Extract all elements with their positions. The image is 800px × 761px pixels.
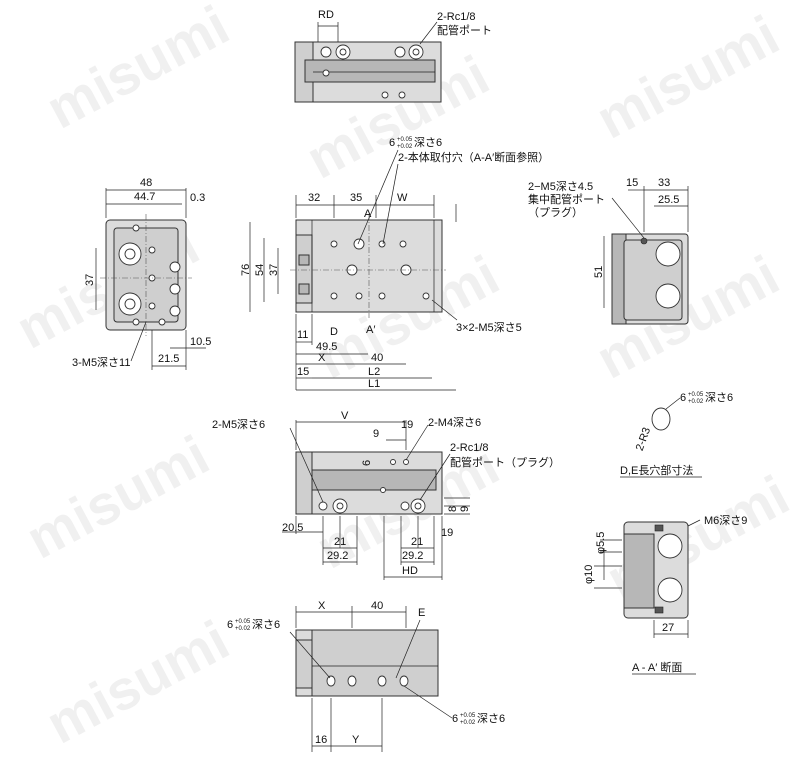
dim-19: 19 — [401, 419, 413, 431]
hole-depth: 深さ6 — [414, 136, 442, 149]
dim-l1: L1 — [368, 378, 380, 390]
dim-40: 40 — [371, 352, 383, 364]
dim-16: 16 — [315, 734, 327, 746]
dim-rd: RD — [318, 9, 334, 21]
dim-x-base: X — [318, 600, 326, 612]
right-end-view: 33 15 25.5 51 2−M5深さ4.5 集中配管ポート （プラグ） — [528, 177, 689, 325]
tol-zero: +0.02 — [397, 144, 413, 150]
dim-15: 15 — [297, 366, 309, 378]
watermark-text: misumi — [36, 608, 239, 756]
dim-19-right: 19 — [441, 527, 453, 539]
dim-49-5: 49.5 — [316, 341, 337, 353]
slot-caption: D,E長穴部寸法 — [620, 463, 693, 477]
port-qty-label: 2-Rc1/8 — [437, 11, 476, 23]
bottom-view: V 9 19 6 2-M5深さ6 2-M4深さ6 2-Rc1/8 配管ポート（プ… — [212, 410, 560, 580]
m5-note-right: 2−M5深さ4.5 — [528, 180, 593, 193]
dim-27: 27 — [662, 622, 674, 634]
dim-29-2-right: 29.2 — [402, 550, 423, 562]
label-d: D — [330, 326, 338, 338]
dim-32: 32 — [308, 192, 320, 204]
dim-11: 11 — [297, 329, 308, 341]
dim-48: 48 — [140, 177, 152, 189]
base-tol-zero-left: +0.02 — [235, 626, 251, 632]
base-depth-right: 深さ6 — [477, 712, 505, 725]
label-a: A — [364, 208, 372, 220]
watermark-text: misumi — [36, 0, 239, 141]
slot-tol-plus: +0.05 — [688, 392, 704, 398]
mount-note: 2-本体取付穴（A-A′断面参照） — [398, 150, 549, 164]
port-name-label: 配管ポート — [437, 23, 492, 37]
base-hole-dim-left: 6 — [227, 619, 233, 631]
dim-25-5: 25.5 — [658, 194, 679, 206]
m5-note-left: 3-M5深さ11 — [72, 356, 130, 369]
dim-37: 37 — [84, 274, 96, 286]
label-e: E — [418, 607, 425, 619]
watermark-text: misumi — [16, 423, 219, 571]
dim-21-5: 21.5 — [158, 353, 179, 365]
port-name-bottom: 配管ポート（プラグ） — [450, 455, 560, 469]
dim-y: Y — [352, 734, 360, 746]
dim-v: V — [341, 410, 349, 422]
base-tol-plus-right: +0.05 — [460, 713, 476, 719]
base-hole-dim-right: 6 — [452, 713, 458, 725]
dim-35: 35 — [350, 192, 362, 204]
dim-9: 9 — [373, 428, 379, 440]
slot-detail: 6 +0.05 +0.02 深さ6 2-R3 D,E長穴部寸法 — [620, 391, 733, 478]
slot-dim: 6 — [680, 392, 686, 404]
dim-phi-10: φ10 — [583, 565, 595, 584]
base-view: X 40 E 6 +0.05 +0.02 深さ6 6 +0.05 +0.02 深… — [227, 600, 505, 752]
dim-6: 6 — [361, 460, 373, 466]
top-side-view: RD 2-Rc1/8 配管ポート — [294, 9, 492, 103]
section-aa-view: φ5.5 φ10 M6深さ9 27 A - A′ 断面 — [583, 514, 747, 675]
hole-dim: 6 — [389, 137, 395, 149]
tol-plus: +0.05 — [397, 137, 413, 143]
dim-37: 37 — [268, 264, 280, 276]
m4-note-bottom: 2-M4深さ6 — [428, 416, 481, 429]
m6-note: M6深さ9 — [704, 514, 747, 527]
left-end-view: 48 44.7 0.3 37 21.5 10.5 3-M5深さ11 — [72, 177, 211, 370]
slot-r3: 2-R3 — [634, 426, 653, 453]
port-note-right: 集中配管ポート — [528, 192, 605, 206]
label-a-prime: A′ — [366, 324, 375, 336]
dim-l2: L2 — [368, 366, 380, 378]
slot-tol-zero: +0.02 — [688, 399, 704, 405]
plug-note-right: （プラグ） — [528, 205, 583, 219]
dim-20-5: 20.5 — [282, 522, 303, 534]
dim-33: 33 — [658, 177, 670, 189]
dim-40-base: 40 — [371, 600, 383, 612]
watermark-text: misumi — [586, 3, 789, 151]
dim-hd: HD — [402, 565, 418, 577]
front-view: 32 35 W A 6 +0.05 +0.02 深さ6 2-本体取付穴（A-A′… — [240, 136, 549, 391]
slot-depth: 深さ6 — [705, 391, 733, 404]
dim-9-right: 9 — [459, 506, 471, 512]
section-caption: A - A′ 断面 — [632, 660, 682, 674]
dim-29-2-left: 29.2 — [327, 550, 348, 562]
dim-x: X — [318, 352, 326, 364]
dim-10-5: 10.5 — [190, 336, 211, 348]
dim-44-7: 44.7 — [134, 191, 155, 203]
dim-51: 51 — [593, 266, 605, 278]
dim-w: W — [397, 192, 408, 204]
dim-21-left: 21 — [334, 536, 346, 548]
dim-15: 15 — [626, 177, 638, 189]
base-tol-zero-right: +0.02 — [460, 720, 476, 726]
dim-21-right: 21 — [411, 536, 423, 548]
dim-phi-5-5: φ5.5 — [595, 532, 607, 554]
dim-8: 8 — [447, 506, 459, 512]
base-depth-left: 深さ6 — [252, 618, 280, 631]
m5-note-bottom: 2-M5深さ6 — [212, 418, 265, 431]
base-tol-plus-left: +0.05 — [235, 619, 251, 625]
dim-76: 76 — [240, 264, 252, 276]
port-qty-bottom: 2-Rc1/8 — [450, 442, 489, 454]
dim-0-3: 0.3 — [190, 192, 205, 204]
m5-note: 3×2-M5深さ5 — [456, 321, 522, 334]
dim-54: 54 — [254, 264, 266, 276]
